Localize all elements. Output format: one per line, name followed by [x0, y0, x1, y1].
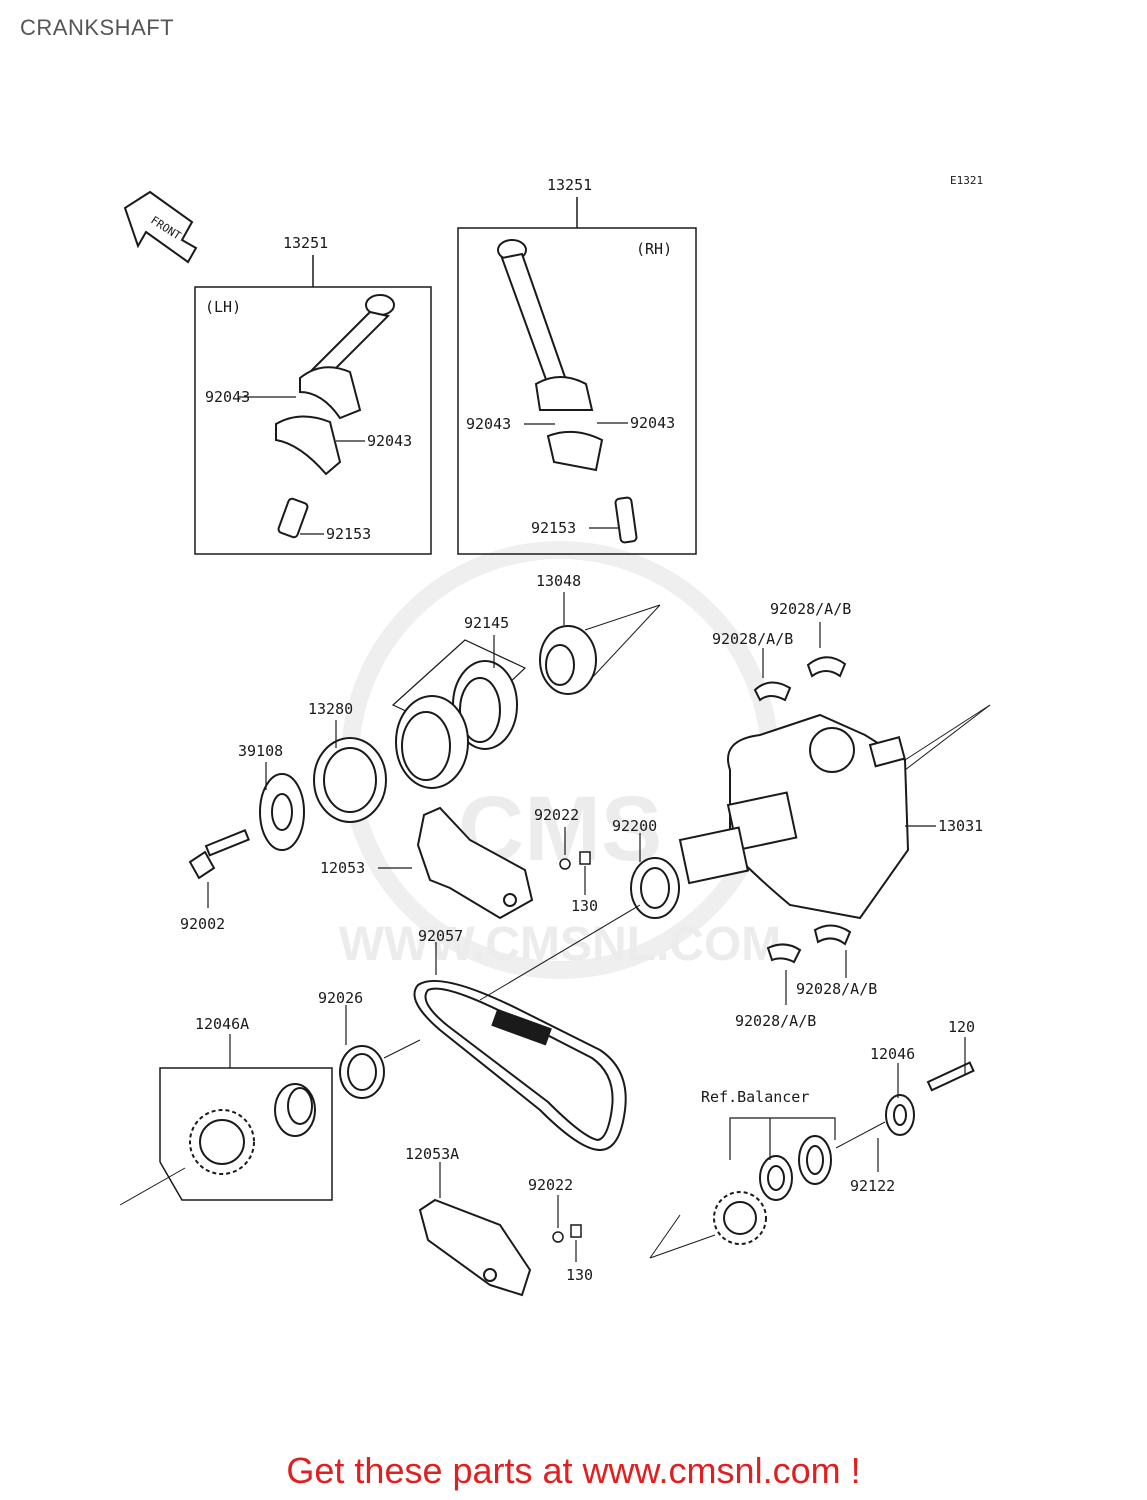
- crankshaft-13031: [678, 704, 991, 920]
- group-lh: 13251 (LH) 92043 92043 92153: [194, 234, 432, 555]
- part-12046: 12046: [870, 1045, 915, 1063]
- part-92043-rh-a: 92043: [466, 415, 511, 433]
- part-92122: 92122: [850, 1177, 895, 1195]
- part-13031: 13031: [938, 817, 983, 835]
- part-13251-lh: 13251: [283, 234, 328, 252]
- part-92153-rh: 92153: [531, 519, 576, 537]
- bolt-92002: [188, 828, 250, 880]
- part-92028-1: 92028/A/B: [770, 600, 851, 618]
- part-12053: 12053: [320, 859, 365, 877]
- part-92002: 92002: [180, 915, 225, 933]
- part-39108: 39108: [238, 742, 283, 760]
- bearing-stack: [259, 604, 661, 851]
- part-92153-lh: 92153: [326, 525, 371, 543]
- part-92200: 92200: [612, 817, 657, 835]
- watermark-text: WWW.CMSNL.COM: [339, 918, 782, 971]
- part-13251-rh: 13251: [547, 176, 592, 194]
- part-92028-4: 92028/A/B: [735, 1012, 816, 1030]
- tensioner-12053: [416, 806, 534, 920]
- part-12046a: 12046A: [195, 1015, 249, 1033]
- connecting-rod-lh: [275, 294, 395, 539]
- part-13048: 13048: [536, 572, 581, 590]
- part-120: 120: [948, 1018, 975, 1036]
- part-92022-b: 92022: [528, 1176, 573, 1194]
- part-92057: 92057: [418, 927, 463, 945]
- group-ref-balancer: Ref.Balancer: [701, 1088, 809, 1106]
- diagram-code: E1321: [950, 174, 983, 187]
- connecting-rod-rh: [497, 239, 638, 544]
- part-92043-rh-b: 92043: [630, 414, 675, 432]
- guide-12053a: [418, 1198, 532, 1297]
- part-92043-lh-a: 92043: [205, 388, 250, 406]
- seal-92200: [630, 857, 680, 919]
- part-92022-a: 92022: [534, 806, 579, 824]
- group-lh-label: (LH): [205, 298, 241, 316]
- part-92028-2: 92028/A/B: [712, 630, 793, 648]
- belt-92057: [413, 904, 641, 1152]
- part-92043-lh-b: 92043: [367, 432, 412, 450]
- sprocket-12046a: [119, 1067, 333, 1206]
- part-12053a: 12053A: [405, 1145, 459, 1163]
- main-bearing-shells: [753, 656, 852, 964]
- balancer-group: [649, 1061, 975, 1259]
- footer-link-text[interactable]: Get these parts at www.cmsnl.com !: [286, 1450, 861, 1491]
- part-130-a: 130: [571, 897, 598, 915]
- part-92145: 92145: [464, 614, 509, 632]
- front-arrow-icon: FRONT: [123, 190, 198, 264]
- group-rh: 13251 (RH) 92043 92043 92153: [457, 176, 697, 555]
- part-92026: 92026: [318, 989, 363, 1007]
- washer-92026: [339, 1039, 421, 1099]
- page-title: CRANKSHAFT: [20, 15, 175, 40]
- part-130-b: 130: [566, 1266, 593, 1284]
- part-92028-3: 92028/A/B: [796, 980, 877, 998]
- footer-link[interactable]: Get these parts at www.cmsnl.com !: [0, 1450, 1147, 1492]
- group-rh-label: (RH): [636, 240, 672, 258]
- part-13280: 13280: [308, 700, 353, 718]
